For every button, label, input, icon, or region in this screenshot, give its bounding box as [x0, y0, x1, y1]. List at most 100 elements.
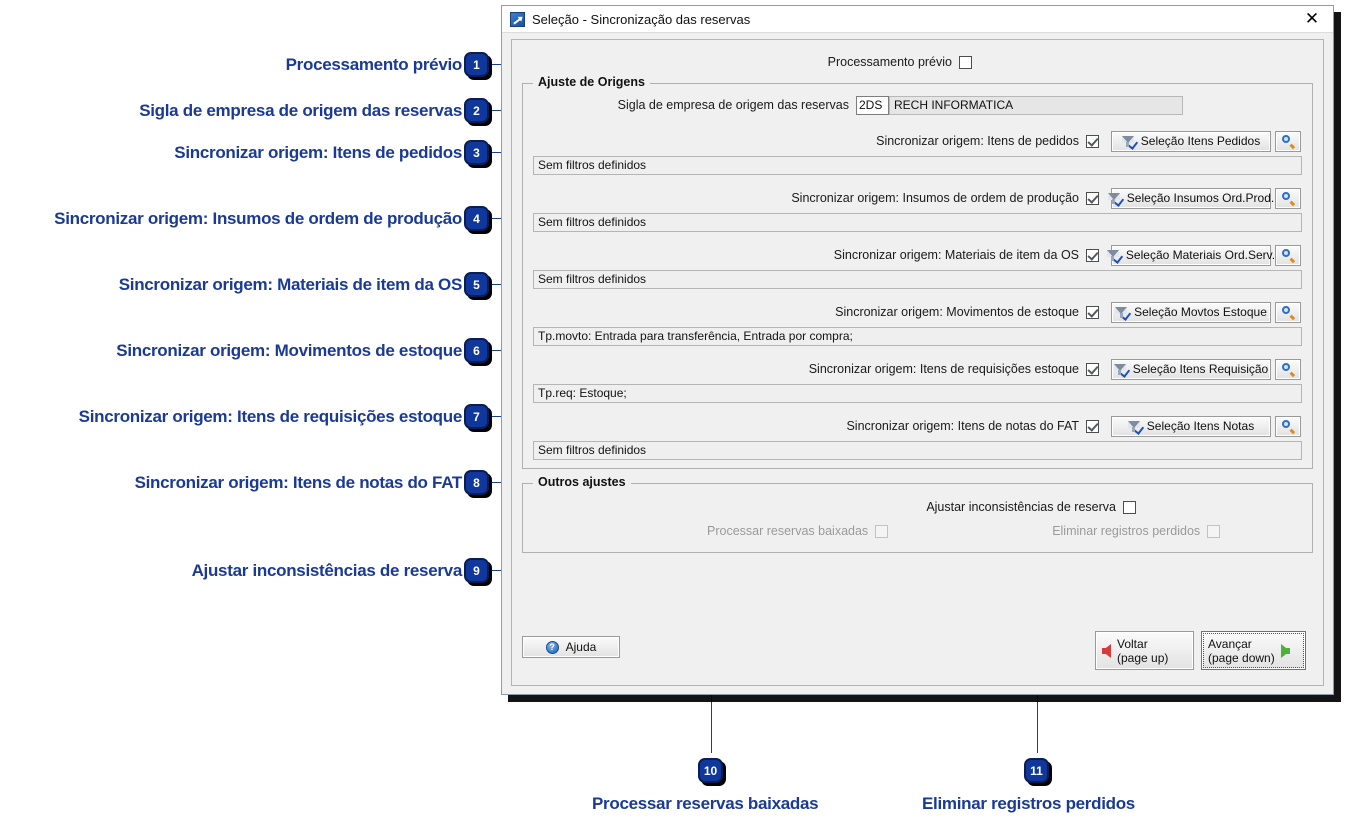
arrow-left-icon [1102, 643, 1111, 658]
row-sync-itens-requisicoes: Sincronizar origem: Itens de requisições… [531, 357, 1304, 381]
ajuda-button[interactable]: ? Ajuda [522, 636, 620, 658]
avancar-line2: (page down) [1208, 650, 1275, 665]
window-title: Seleção - Sincronização das reservas [532, 11, 751, 27]
sync-itens-pedidos-label: Sincronizar origem: Itens de pedidos [876, 134, 1079, 148]
selecao-insumos-ordprod-button[interactable]: Seleção Insumos Ord.Prod. [1107, 187, 1274, 209]
spacer [531, 175, 1304, 186]
selecao-materiais-ordserv-button[interactable]: Seleção Materiais Ord.Serv. [1106, 244, 1275, 266]
group-ajuste-origens-title: Ajuste de Origens [533, 75, 650, 89]
annotation-label-4: Sincronizar origem: Insumos de ordem de … [54, 209, 462, 228]
sync-itens-requisicoes-label: Sincronizar origem: Itens de requisições… [808, 362, 1079, 376]
spacer [531, 289, 1304, 300]
annotation-badge-6: 6 [464, 338, 489, 363]
annotation-badge-8: 8 [464, 470, 489, 495]
filter-text-materiais-os: Sem filtros definidos [533, 270, 1302, 289]
row-sync-insumos-producao: Sincronizar origem: Insumos de ordem de … [531, 186, 1304, 210]
group-ajuste-origens: Ajuste de Origens Sigla de empresa de or… [522, 75, 1313, 469]
avancar-label: Avançar (page down) [1208, 637, 1275, 665]
annotation-label-2: Sigla de empresa de origem das reservas [139, 101, 462, 120]
filter-icon [1127, 420, 1144, 435]
annotation-label-1: Processamento prévio [285, 55, 463, 74]
annotation-badge-10: 10 [698, 758, 723, 783]
title-bar: Seleção - Sincronização das reservas ✕ [502, 6, 1333, 33]
processamento-previo-label: Processamento prévio [827, 55, 952, 69]
filter-icon [1106, 249, 1124, 264]
annotation-badge-2: 2 [464, 98, 489, 123]
close-icon[interactable]: ✕ [1304, 9, 1320, 28]
annotation-label-7: Sincronizar origem: Itens de requisições… [78, 407, 463, 426]
processamento-previo-checkbox[interactable] [959, 55, 972, 69]
row-processar-eliminar: Processar reservas baixadas Eliminar reg… [531, 520, 1304, 542]
search-icon [1281, 305, 1295, 319]
voltar-line1: Voltar [1117, 636, 1148, 651]
selecao-materiais-ordserv-label: Seleção Materiais Ord.Serv. [1125, 248, 1276, 262]
sync-movimentos-estoque-checkbox[interactable] [1086, 305, 1099, 319]
annotation-badge-1: 1 [464, 52, 489, 77]
filter-text-itens-notas-fat: Sem filtros definidos [533, 441, 1302, 460]
sync-insumos-producao-checkbox[interactable] [1086, 191, 1099, 205]
voltar-label: Voltar (page up) [1117, 637, 1168, 665]
row-ajustar-inconsistencias: Ajustar inconsistências de reserva [531, 496, 1304, 518]
view-filter-insumos-button[interactable] [1275, 187, 1301, 209]
search-icon [1281, 362, 1295, 376]
annotation-badge-4: 4 [464, 206, 489, 231]
sync-movimentos-estoque-label: Sincronizar origem: Movimentos de estoqu… [835, 305, 1079, 319]
ajustar-inconsistencias-label: Ajustar inconsistências de reserva [926, 500, 1116, 514]
voltar-button[interactable]: Voltar (page up) [1095, 631, 1194, 670]
sync-itens-notas-fat-checkbox[interactable] [1086, 419, 1099, 433]
sigla-label: Sigla de empresa de origem das reservas [617, 98, 849, 112]
row-sync-itens-pedidos: Sincronizar origem: Itens de pedidos Sel… [531, 129, 1304, 153]
annotation-badge-11: 11 [1024, 758, 1049, 783]
view-filter-movtos-button[interactable] [1275, 301, 1301, 323]
search-icon [1281, 248, 1295, 262]
dialog-client-area: Processamento prévio Ajuste de Origens S… [511, 39, 1324, 686]
eliminar-registros-perdidos-checkbox [1207, 524, 1221, 538]
voltar-line2: (page up) [1117, 650, 1169, 665]
selecao-itens-requisicao-label: Seleção Itens Requisição [1132, 362, 1269, 376]
sync-materiais-os-checkbox[interactable] [1086, 248, 1099, 262]
filter-icon [1113, 363, 1130, 378]
group-outros-ajustes-title: Outros ajustes [533, 475, 631, 489]
sigla-code-input[interactable]: 2DS [856, 95, 889, 115]
selecao-itens-requisicao-button[interactable]: Seleção Itens Requisição [1111, 358, 1271, 380]
annotation-badge-7: 7 [464, 404, 489, 429]
group-outros-ajustes: Outros ajustes Ajustar inconsistências d… [522, 475, 1313, 553]
selecao-itens-notas-label: Seleção Itens Notas [1146, 419, 1255, 433]
ajuda-label: Ajuda [565, 640, 597, 654]
app-icon [510, 11, 525, 27]
avancar-button[interactable]: Avançar (page down) [1201, 631, 1306, 670]
ajustar-inconsistencias-checkbox[interactable] [1123, 500, 1136, 514]
sync-itens-requisicoes-checkbox[interactable] [1086, 362, 1099, 376]
view-filter-itens-pedidos-button[interactable] [1275, 130, 1301, 152]
selecao-itens-notas-button[interactable]: Seleção Itens Notas [1111, 415, 1271, 437]
sync-materiais-os-label: Sincronizar origem: Materiais de item da… [833, 248, 1079, 262]
search-icon [1281, 419, 1295, 433]
view-filter-requisicao-button[interactable] [1275, 358, 1301, 380]
spacer [531, 403, 1304, 414]
row-sigla-empresa: Sigla de empresa de origem das reservas … [531, 94, 1304, 116]
search-icon [1281, 191, 1295, 205]
view-filter-materiais-button[interactable] [1275, 244, 1301, 266]
eliminar-registros-perdidos-label: Eliminar registros perdidos [1052, 524, 1201, 538]
annotation-label-8: Sincronizar origem: Itens de notas do FA… [134, 473, 463, 492]
row-processamento-previo: Processamento prévio [520, 45, 1315, 79]
annotation-badge-3: 3 [464, 140, 489, 165]
search-icon [1281, 134, 1295, 148]
annotation-label-6: Sincronizar origem: Movimentos de estoqu… [116, 341, 462, 360]
row-sync-movimentos-estoque: Sincronizar origem: Movimentos de estoqu… [531, 300, 1304, 324]
selecao-movtos-estoque-button[interactable]: Seleção Movtos Estoque [1111, 301, 1271, 323]
view-filter-notas-button[interactable] [1275, 415, 1301, 437]
sigla-name-field: RECH INFORMATICA [889, 95, 1183, 115]
annotation-label-9: Ajustar inconsistências de reserva [191, 561, 463, 580]
selecao-itens-pedidos-button[interactable]: Seleção Itens Pedidos [1111, 130, 1271, 152]
help-icon: ? [545, 640, 559, 654]
filter-text-itens-pedidos: Sem filtros definidos [533, 156, 1302, 175]
filter-icon [1121, 135, 1138, 150]
filter-icon [1115, 306, 1132, 321]
filter-icon [1107, 192, 1124, 207]
spacer [531, 346, 1304, 357]
dialog-footer: ? Ajuda Voltar (page up) Avançar (page d… [520, 631, 1315, 679]
content-pane: Processamento prévio Ajuste de Origens S… [520, 45, 1315, 627]
sync-itens-pedidos-checkbox[interactable] [1086, 134, 1099, 148]
row-sync-itens-notas-fat: Sincronizar origem: Itens de notas do FA… [531, 414, 1304, 438]
